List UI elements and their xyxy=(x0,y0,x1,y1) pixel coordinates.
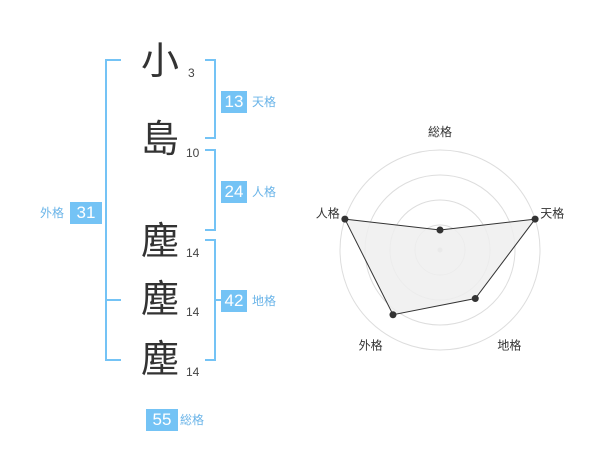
chikaku-value: 42 xyxy=(221,290,247,312)
jinkaku-value: 24 xyxy=(221,181,247,203)
name-char-1: 小 xyxy=(141,39,180,83)
radar-point-2 xyxy=(531,215,539,223)
radar-point-1 xyxy=(436,226,444,234)
radar-point-4 xyxy=(389,311,397,319)
chikaku-label: 地格 xyxy=(252,294,277,308)
jinkaku-bracket xyxy=(205,149,216,231)
name-char-2: 島 xyxy=(141,117,180,161)
tenkaku-bracket xyxy=(205,59,216,139)
name-char-4: 塵 xyxy=(141,277,180,321)
stroke-count-4: 14 xyxy=(186,305,200,319)
tenkaku-value: 13 xyxy=(221,91,247,113)
radar-axis-label-1: 総格 xyxy=(428,124,452,139)
jinkaku-label: 人格 xyxy=(252,185,277,199)
radar-point-3 xyxy=(471,295,479,303)
soukaku-value: 55 xyxy=(146,409,178,431)
stroke-count-1: 3 xyxy=(188,66,195,80)
name-char-3: 塵 xyxy=(141,219,180,263)
tenkaku-label: 天格 xyxy=(252,95,277,109)
gaikaku-value: 31 xyxy=(70,202,102,224)
radar-axis-label-3: 地格 xyxy=(497,337,521,352)
radar-point-5 xyxy=(341,215,349,223)
soukaku-label: 総格 xyxy=(180,413,205,427)
stroke-count-2: 10 xyxy=(186,146,200,160)
stroke-count-5: 14 xyxy=(186,365,200,379)
radar-axis-label-4: 外格 xyxy=(359,337,383,352)
radar-axis-label-5: 人格 xyxy=(316,206,340,221)
gaikaku-label: 外格 xyxy=(40,206,65,220)
gaikaku-bracket xyxy=(105,59,121,361)
radar-axis-label-2: 天格 xyxy=(540,206,564,221)
stroke-count-3: 14 xyxy=(186,246,200,260)
radar-series-polygon xyxy=(344,218,537,316)
chikaku-bracket xyxy=(205,239,216,361)
name-char-5: 塵 xyxy=(141,337,180,381)
radar-ring-4 xyxy=(339,149,541,351)
